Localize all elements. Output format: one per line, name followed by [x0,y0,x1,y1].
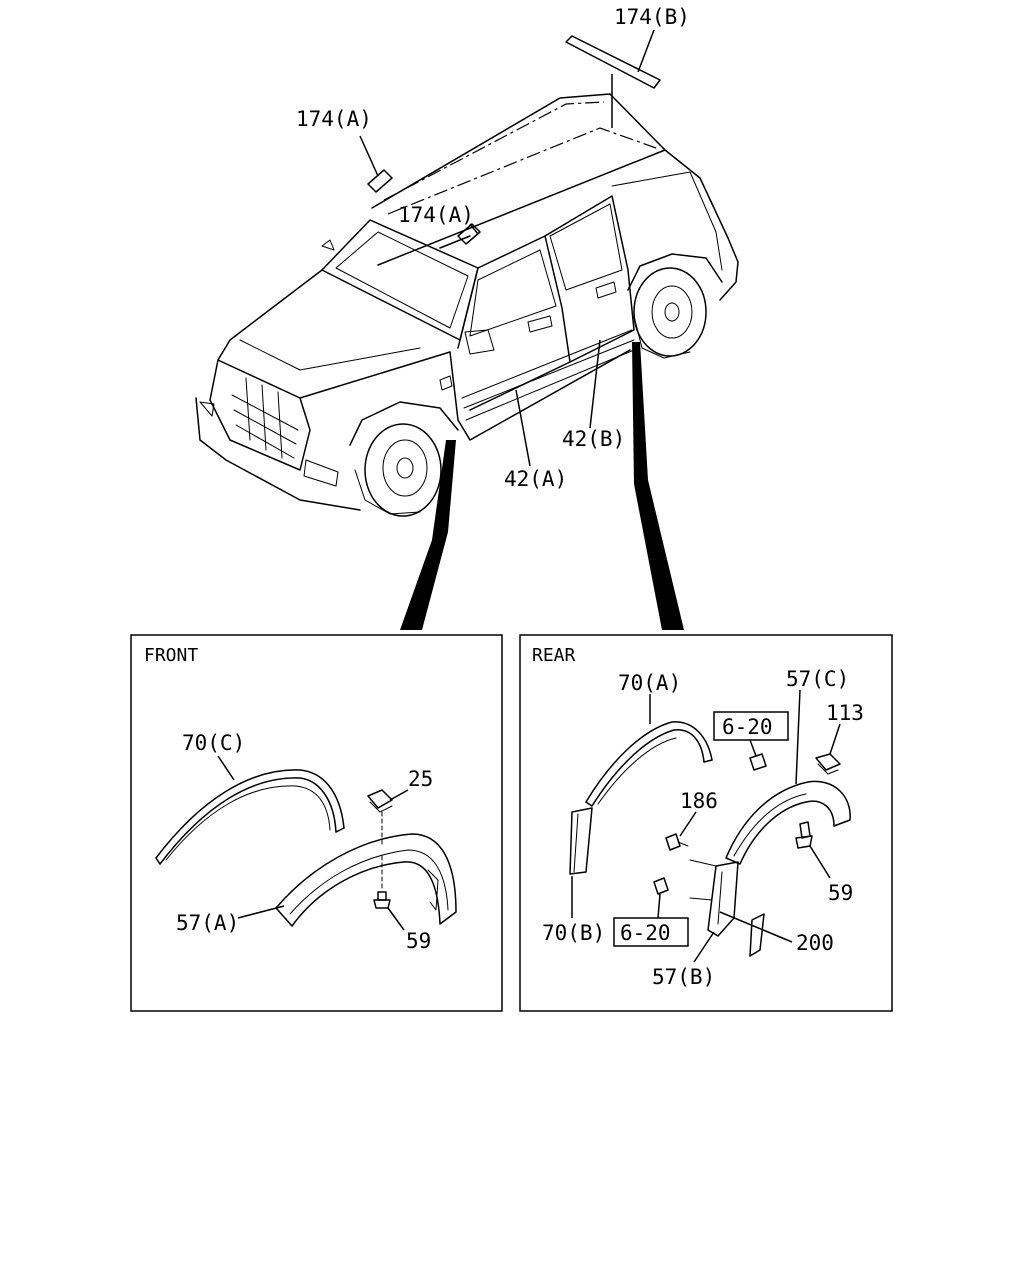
pad-200 [749,913,765,957]
clip-25 [367,789,393,813]
leader-174a-2 [469,223,479,235]
label-59-rear: 59 [828,881,853,905]
label-57a: 57(A) [176,911,239,935]
rear-detail-panel: REAR 70(A) 70(B) 6-20 57(C) [519,634,893,1012]
screw-59-rear [795,821,813,849]
front-panel-title: FRONT [144,645,198,666]
arch-molding-70b [569,807,593,875]
label-174a-1: 174(A) [296,107,372,131]
fender-flare-57c [725,780,851,865]
label-174a-2: 174(A) [398,203,474,227]
screw-59-front [373,891,391,909]
label-70c: 70(C) [182,731,245,755]
rear-panel-title: REAR [532,645,576,666]
leader-174b [637,29,655,73]
label-200: 200 [796,931,834,955]
fender-flare-57b [689,859,739,937]
label-57b: 57(B) [652,965,715,989]
label-186: 186 [680,789,718,813]
callout-band-front [400,440,456,630]
label-42b: 42(B) [562,427,625,451]
arch-molding-70a [585,721,713,807]
leader-42b [589,339,601,429]
roof-rack-front-part-2 [457,223,481,245]
label-57c: 57(C) [786,667,849,691]
vehicle-illustration [195,93,739,517]
fastener-186 [665,833,689,851]
leader-42a [515,389,531,467]
arch-molding-70c [155,769,345,865]
nut-113 [815,753,841,775]
leader-174a-1 [359,135,379,177]
clip-lower [653,877,669,895]
label-70a: 70(A) [618,671,681,695]
label-25: 25 [408,767,433,791]
fender-flare-57a [275,833,457,927]
label-59-front: 59 [406,929,431,953]
front-detail-panel: FRONT 70(C) 25 57(A) [130,634,503,1012]
label-174b: 174(B) [614,5,690,29]
callout-band-rear [632,342,684,630]
label-70b: 70(B) [542,921,605,945]
ref-box-upper: 6-20 [722,715,773,739]
ref-box-lower: 6-20 [620,921,671,945]
roof-rack-front-part-1 [367,169,393,193]
clip-upper [749,753,767,771]
label-113: 113 [826,701,864,725]
label-42a: 42(A) [504,467,567,491]
roof-rack-rear-part [565,35,661,89]
